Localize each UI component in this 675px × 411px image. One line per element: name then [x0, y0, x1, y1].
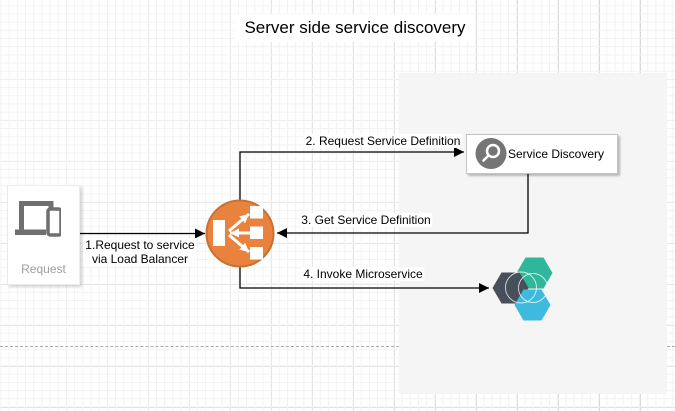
edge-label-request-to-loadbalancer[interactable]: 1.Request to service via Load Balancer: [83, 238, 197, 266]
devices-icon: [15, 201, 61, 237]
search-icon: [475, 138, 507, 169]
node-microservice[interactable]: [488, 254, 558, 324]
edge-label-line1: 1.Request to service: [85, 238, 195, 252]
request-label: Request: [21, 262, 66, 276]
edge-label-request-service-definition[interactable]: 2. Request Service Definition: [303, 134, 463, 148]
edge-loadbalancer-to-servicediscovery[interactable]: [239, 147, 464, 201]
page-boundary-dashed-line: [0, 346, 675, 347]
hexagon-cluster-icon: [492, 257, 553, 321]
hexagon-blue: [514, 289, 551, 321]
service-discovery-label: Service Discovery: [508, 147, 605, 161]
node-request[interactable]: Request: [7, 185, 80, 285]
edge-label-get-service-definition[interactable]: 3. Get Service Definition: [299, 213, 433, 227]
load-balancer-fanout-icon: [213, 206, 263, 260]
diagram-title[interactable]: Server side service discovery: [234, 14, 476, 42]
edge-label-invoke-microservice[interactable]: 4. Invoke Microservice: [301, 267, 425, 281]
hexagon-teal: [516, 257, 553, 289]
hexagon-dark: [492, 272, 529, 304]
edge-servicediscovery-to-loadbalancer[interactable]: [277, 172, 529, 238]
node-service-discovery[interactable]: Service Discovery: [466, 134, 618, 174]
edge-label-line2: via Load Balancer: [91, 252, 189, 266]
node-load-balancer[interactable]: [204, 198, 276, 270]
edge-loadbalancer-to-microservice[interactable]: [239, 267, 489, 293]
